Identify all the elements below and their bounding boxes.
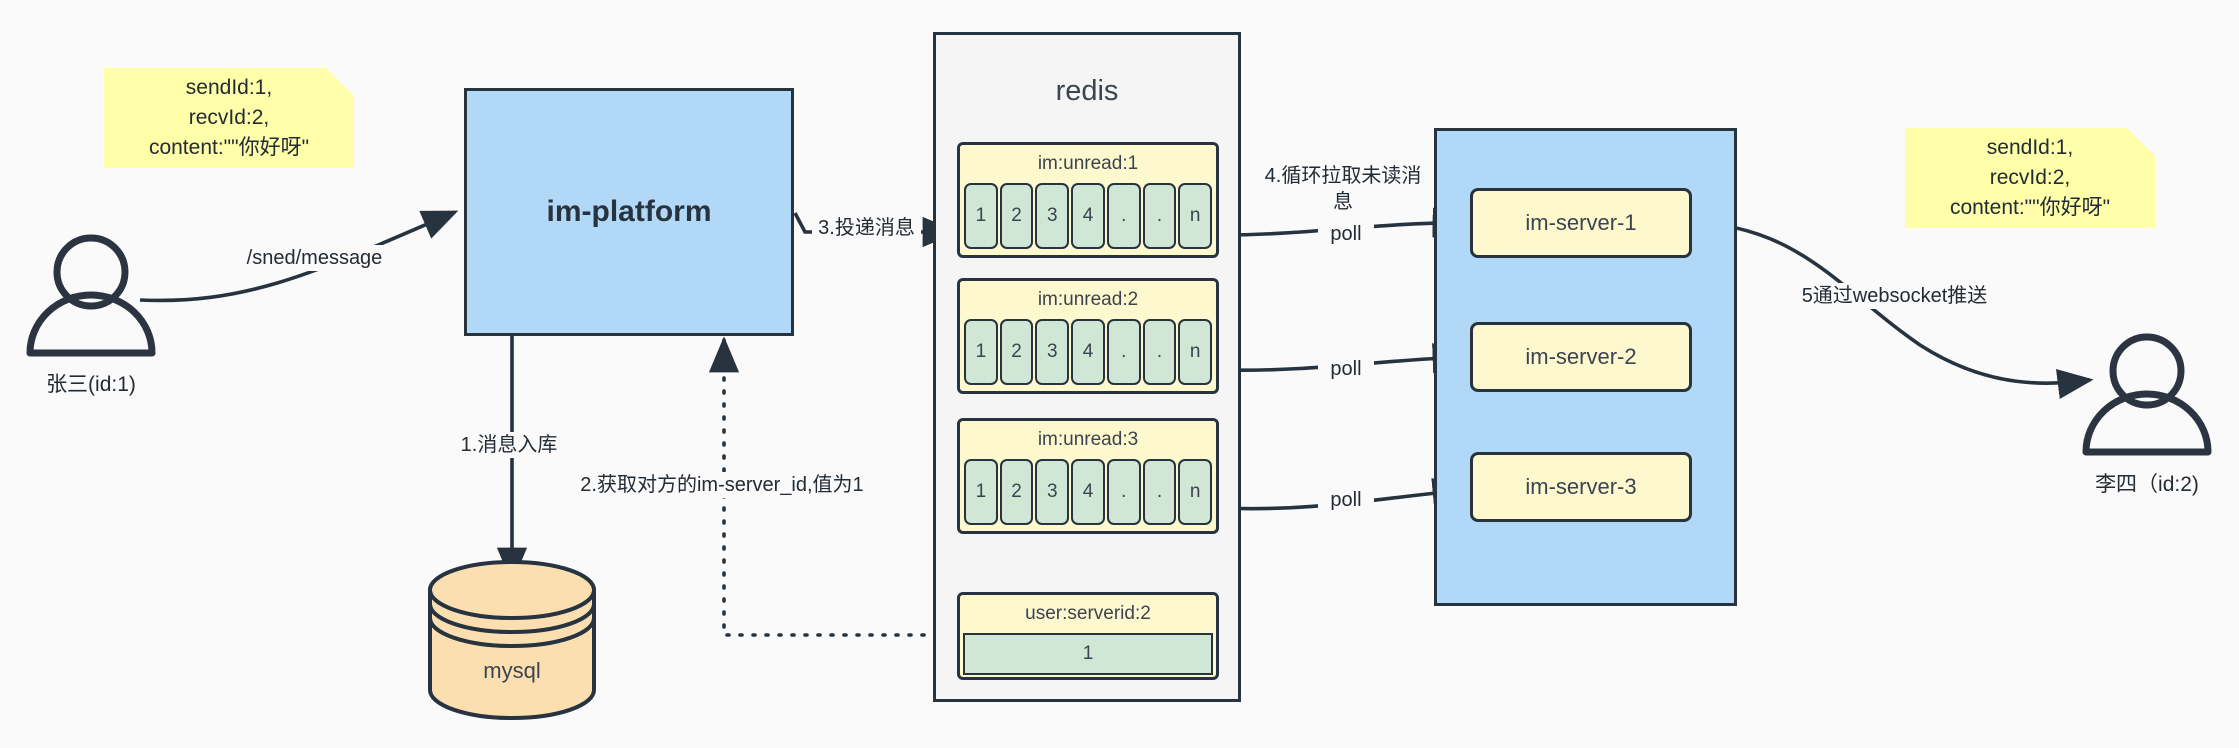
note-left-message-payload: sendId:1, recvId:2, content:""你好呀" [104,68,354,168]
redis-cell: 3 [1035,459,1070,525]
redis-cell: 4 [1071,319,1105,385]
redis-cell: 2 [999,319,1034,385]
redis-key-im-unread-3[interactable]: im:unread:3 1 2 3 4 . . n [957,418,1219,534]
redis-cell: 3 [1035,319,1070,385]
mysql-database-cylinder-icon [428,560,596,720]
im-server-2-node[interactable]: im-server-2 [1470,322,1692,392]
receiver-label: 李四（id:2) [2095,473,2199,496]
edge-label-step2: 2.获取对方的im-server_id,值为1 [570,472,874,498]
redis-cell: 1 [964,183,998,249]
edge-label-poll-1: poll [1318,221,1374,247]
note-right-message-payload: sendId:1, recvId:2, content:""你好呀" [1905,128,2155,228]
redis-cell: 2 [999,183,1034,249]
redis-cell: n [1178,459,1213,525]
redis-cell: 4 [1071,183,1105,249]
edge-send-message [139,210,459,303]
redis-key-cells: 1 2 3 4 . . n [960,183,1216,253]
redis-cell: n [1178,319,1213,385]
im-platform-node[interactable]: im-platform [464,88,794,336]
redis-key-im-unread-2[interactable]: im:unread:2 1 2 3 4 . . n [957,278,1219,394]
im-server-3-label: im-server-3 [1525,474,1637,499]
redis-key-im-unread-1[interactable]: im:unread:1 1 2 3 4 . . n [957,142,1219,258]
redis-cell: . [1106,319,1141,385]
sender-label: 张三(id:1) [46,373,136,396]
im-server-3-node[interactable]: im-server-3 [1470,452,1692,522]
redis-key-cells: 1 2 3 4 . . n [960,459,1216,529]
note-left-text: sendId:1, recvId:2, content:""你好呀" [148,76,310,159]
receiver-user-icon [2082,333,2212,456]
redis-key-name: im:unread:3 [960,421,1216,459]
edge-step5-websocket-push [1689,220,2094,400]
im-platform-label: im-platform [546,195,712,228]
edge-label-poll-2: poll [1318,356,1374,382]
redis-key-name: user:serverid:2 [960,595,1216,633]
redis-title: redis [1055,75,1119,107]
redis-cell: . [1142,459,1177,525]
redis-cell: 4 [1071,459,1105,525]
redis-cell: . [1106,183,1141,249]
redis-mapping-value: 1 [963,633,1213,675]
redis-cell: n [1178,183,1213,249]
edge-label-step5: 5通过websocket推送 [1790,283,1999,309]
sender-user-icon [26,234,156,357]
redis-key-name: im:unread:2 [960,281,1216,319]
redis-cell: . [1142,319,1177,385]
redis-cell: 2 [999,459,1034,525]
im-server-1-label: im-server-1 [1525,210,1637,235]
redis-cell: 1 [964,459,998,525]
edge-label-poll-3: poll [1318,487,1374,513]
redis-cell: 1 [964,319,998,385]
redis-key-cells: 1 2 3 4 . . n [960,319,1216,389]
note-right-text: sendId:1, recvId:2, content:""你好呀" [1949,136,2111,219]
edge-label-step4: 4.循环拉取未读消 息 [1253,163,1433,215]
redis-cell: . [1142,183,1177,249]
edge-label-step1: 1.消息入库 [452,432,566,458]
edge-label-step3: 3.投递消息 [812,215,921,241]
im-server-1-node[interactable]: im-server-1 [1470,188,1692,258]
redis-key-name: im:unread:1 [960,145,1216,183]
im-server-2-label: im-server-2 [1525,344,1637,369]
mysql-label: mysql [483,658,541,683]
redis-key-user-serverid-2[interactable]: user:serverid:2 1 [957,592,1219,680]
redis-cell: . [1106,459,1141,525]
edge-label-send-message: /sned/message [230,245,399,271]
redis-cell: 3 [1035,183,1070,249]
